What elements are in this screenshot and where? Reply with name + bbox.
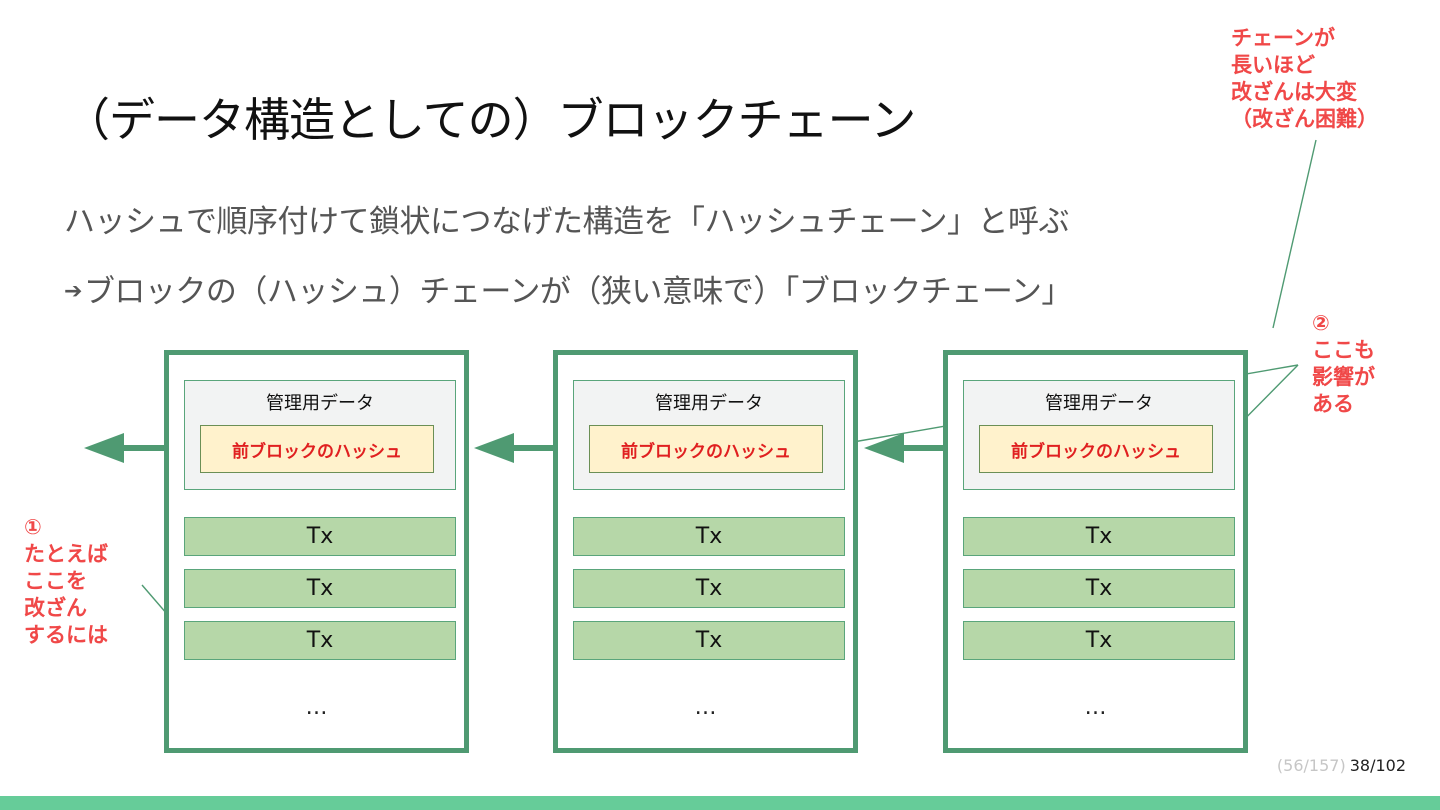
annotation-line: 影響が — [1312, 365, 1375, 389]
page-number: (56/157)38/102 — [1277, 756, 1406, 775]
chain-arrow-2-head — [474, 433, 514, 463]
prev-hash-box: 前ブロックのハッシュ — [200, 425, 434, 473]
tx-box: Tx — [573, 621, 845, 660]
management-data-label: 管理用データ — [655, 393, 763, 414]
page-number-total: (56/157) — [1276, 756, 1346, 775]
tx-box: Tx — [963, 569, 1235, 608]
block-1: 管理用データ 前ブロックのハッシュ Tx Tx Tx … — [164, 350, 469, 753]
body-line-1: ハッシュで順序付けて鎖状につなげた構造を「ハッシュチェーン」と呼ぶ — [64, 204, 1069, 240]
right-arrow-icon: ➔ — [64, 279, 82, 304]
chain-arrow-3-head — [864, 433, 904, 463]
management-data-box: 管理用データ 前ブロックのハッシュ — [963, 380, 1235, 490]
annotation-line: 長いほど — [1231, 53, 1315, 77]
annotation-line: 改ざんは大変 — [1231, 80, 1357, 104]
page-number-current: 38/102 — [1349, 756, 1406, 775]
tx-box: Tx — [963, 517, 1235, 556]
annotation-chain-length: チェーンが 長いほど 改ざんは大変 （改ざん困難） — [1231, 25, 1378, 133]
annotation-line: するには — [24, 623, 108, 647]
tx-box: Tx — [573, 569, 845, 608]
annotation-line: ② — [1312, 311, 1330, 335]
body-line-2-text: ブロックの（ハッシュ）チェーンが（狭い意味で）「ブロックチェーン」 — [83, 274, 1072, 310]
body-line-2: ➔ブロックの（ハッシュ）チェーンが（狭い意味で）「ブロックチェーン」 — [64, 266, 1072, 311]
annotation-line: たとえば — [24, 542, 108, 566]
more-tx-ellipsis: … — [305, 695, 328, 720]
annotation-tamper-example: ① たとえば ここを 改ざん するには — [24, 514, 108, 649]
footer-bar — [0, 796, 1440, 810]
block-2: 管理用データ 前ブロックのハッシュ Tx Tx Tx … — [553, 350, 858, 753]
tx-box: Tx — [184, 517, 456, 556]
annotation-line: チェーンが — [1231, 26, 1335, 50]
management-data-box: 管理用データ 前ブロックのハッシュ — [573, 380, 845, 490]
management-data-box: 管理用データ 前ブロックのハッシュ — [184, 380, 456, 490]
tx-box: Tx — [184, 621, 456, 660]
annotation-affected: ② ここも 影響が ある — [1312, 310, 1375, 418]
management-data-label: 管理用データ — [1045, 393, 1153, 414]
annotation-line: （改ざん困難） — [1231, 107, 1378, 131]
more-tx-ellipsis: … — [694, 695, 717, 720]
tx-box: Tx — [184, 569, 456, 608]
callout-line-note3 — [1272, 139, 1317, 329]
annotation-line: ここも — [1312, 338, 1375, 362]
tx-box: Tx — [573, 517, 845, 556]
slide-title: （データ構造としての）ブロックチェーン — [64, 93, 916, 147]
annotation-line: ある — [1312, 392, 1354, 416]
block-3: 管理用データ 前ブロックのハッシュ Tx Tx Tx … — [943, 350, 1248, 753]
annotation-line: ① — [24, 515, 42, 539]
more-tx-ellipsis: … — [1084, 695, 1107, 720]
tx-box: Tx — [963, 621, 1235, 660]
annotation-line: 改ざん — [24, 596, 87, 620]
prev-hash-box: 前ブロックのハッシュ — [979, 425, 1213, 473]
prev-hash-box: 前ブロックのハッシュ — [589, 425, 823, 473]
annotation-line: ここを — [24, 569, 87, 593]
chain-arrow-1-head — [84, 433, 124, 463]
management-data-label: 管理用データ — [266, 393, 374, 414]
